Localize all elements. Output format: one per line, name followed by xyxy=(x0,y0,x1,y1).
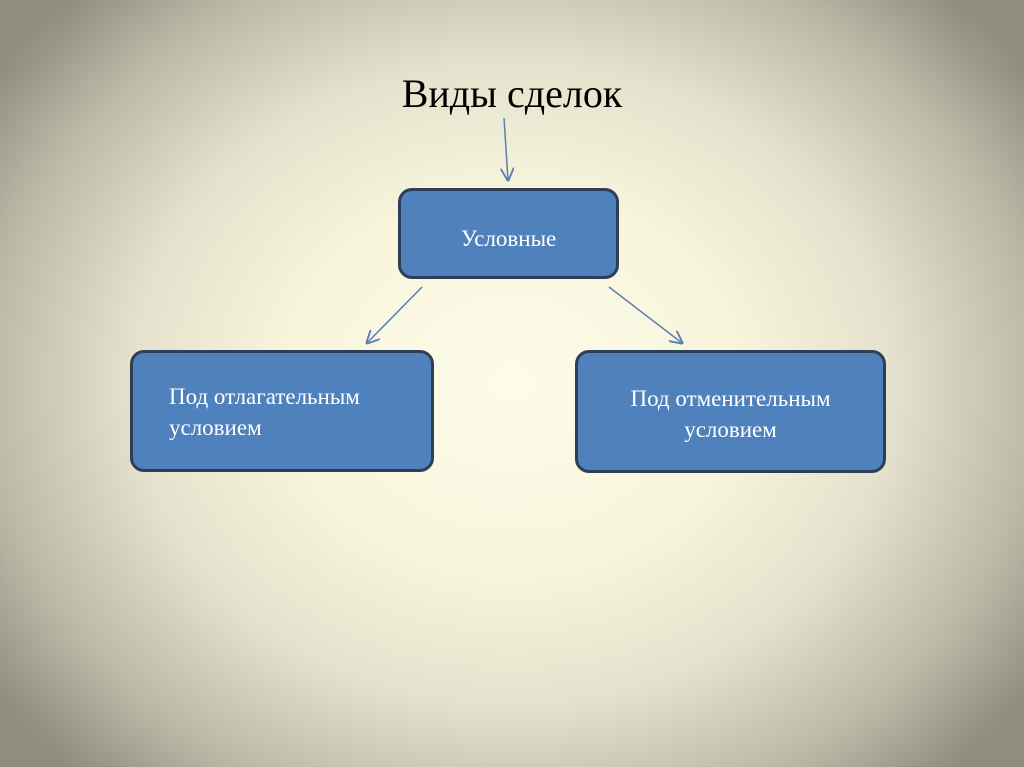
node-conditional-label: Условные xyxy=(460,226,557,251)
arrow-root-to-left xyxy=(367,286,423,343)
node-conditional: Условные xyxy=(398,188,619,279)
node-suspensive-condition-label: Под отлагательным условием xyxy=(169,384,360,441)
diagram-title: Виды сделок xyxy=(401,71,623,116)
node-suspensive-condition: Под отлагательным условием xyxy=(130,350,434,472)
node-resolutive-condition: Под отменительным условием xyxy=(575,350,886,473)
node-resolutive-condition-label: Под отменительным условием xyxy=(630,386,831,443)
arrow-root-to-right xyxy=(608,286,682,343)
arrow-title-to-root xyxy=(504,117,508,180)
